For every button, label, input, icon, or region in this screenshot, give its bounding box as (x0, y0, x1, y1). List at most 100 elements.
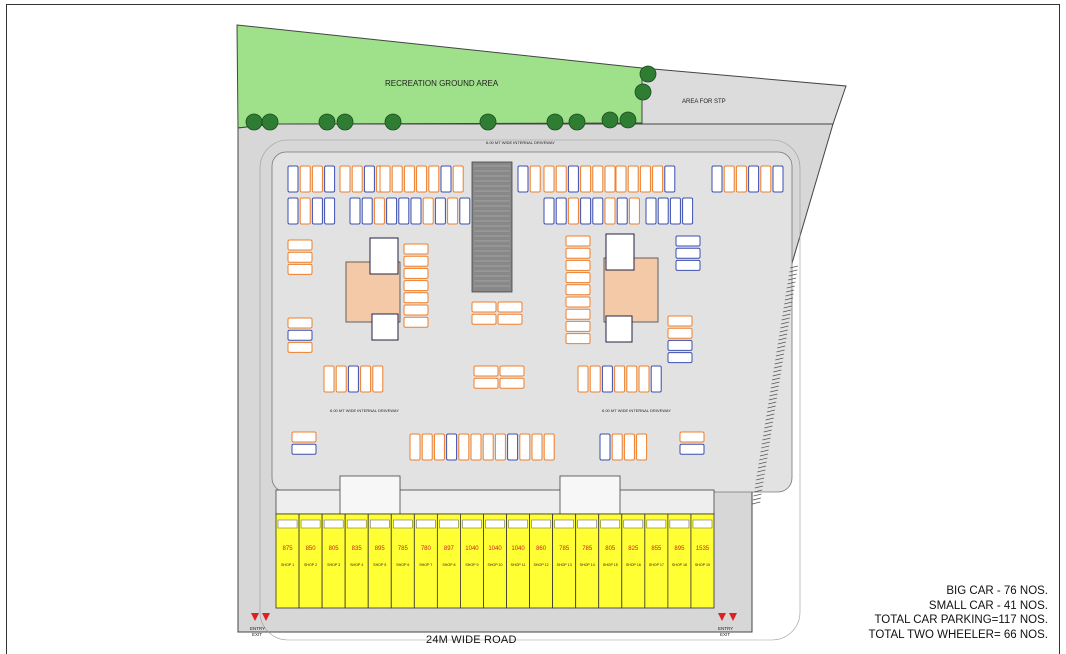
car-slot (650, 365, 662, 393)
car-slot (567, 197, 579, 225)
car-slot (499, 377, 525, 389)
tree-icon (245, 113, 263, 131)
entry-right-label: ENTRY (718, 626, 733, 631)
car-slot (675, 235, 701, 247)
shop-toilet (300, 519, 321, 529)
car-slot (667, 327, 693, 339)
hatch-line (777, 345, 786, 349)
tree-icon (568, 113, 586, 131)
shop-area: 855 (651, 546, 662, 552)
drawing-frame (6, 4, 1060, 654)
car-slot (589, 365, 601, 393)
recreation-area (236, 24, 643, 129)
car-slot (363, 165, 375, 193)
shop-name: SHOP 8 (442, 563, 455, 567)
car-slot (711, 165, 723, 193)
car-slot (471, 301, 497, 313)
car-slot (565, 296, 591, 308)
car-slot (447, 197, 459, 225)
hatch-line (784, 297, 793, 301)
car-slot (398, 197, 410, 225)
shop-name: SHOP 3 (327, 563, 340, 567)
car-slot (529, 165, 541, 193)
driveway-right-label: 6.00 MT WIDE INTERNAL DRIVEWAY (602, 408, 671, 413)
exit-right-label: EXIT (720, 632, 730, 637)
car-slot (543, 165, 555, 193)
tree-icon (634, 83, 652, 101)
exit-right-arrow (729, 613, 737, 621)
tree-icon (384, 113, 402, 131)
hatch-line (757, 465, 767, 469)
car-slot (287, 251, 313, 263)
shop-fill (690, 513, 715, 609)
hatch-line (759, 453, 769, 457)
car-slot (287, 239, 313, 251)
hatch-line (763, 433, 772, 437)
hatch-line (764, 421, 774, 425)
hatch-line (786, 289, 795, 293)
hatch-line (768, 401, 777, 405)
hatch-line (753, 493, 762, 497)
car-slot (531, 433, 543, 461)
car-slot (287, 263, 313, 275)
left-core-stair (369, 237, 399, 275)
shop-name: SHOP 7 (419, 563, 432, 567)
shop-toilet (554, 519, 574, 529)
shop-area: 825 (628, 546, 639, 552)
car-slot (638, 365, 650, 393)
hatch-line (766, 413, 775, 417)
hatch-line (762, 437, 771, 441)
car-slot (567, 165, 579, 193)
tree-icon (261, 113, 279, 131)
hatch-line (775, 353, 785, 357)
car-slot (628, 197, 640, 225)
car-slot (287, 341, 313, 353)
car-slot (645, 197, 657, 225)
car-parking (287, 165, 784, 461)
car-slot (675, 247, 701, 259)
car-slot (373, 197, 385, 225)
car-slot (324, 197, 336, 225)
hatch-line (789, 269, 798, 273)
car-slot (351, 165, 363, 193)
car-slot (543, 433, 555, 461)
driveway-outline (259, 139, 801, 641)
shop-name: SHOP 17 (649, 563, 664, 567)
car-slot (440, 165, 452, 193)
car-slot (652, 165, 664, 193)
hatch-line (777, 341, 786, 345)
car-slot (623, 433, 635, 461)
shop-area: 1040 (511, 546, 525, 552)
shop-area: 785 (582, 546, 593, 552)
car-slot (565, 284, 591, 296)
car-slot (323, 365, 335, 393)
car-slot (735, 165, 747, 193)
hatch-line (788, 273, 797, 277)
shop-area: 835 (352, 546, 363, 552)
car-slot (580, 165, 592, 193)
car-slot (616, 197, 628, 225)
hatch-line (773, 365, 783, 369)
hatch-line (781, 317, 790, 321)
hatch-line (785, 293, 794, 297)
car-slot (639, 165, 651, 193)
hatch-line (769, 393, 778, 397)
car-slot (299, 197, 311, 225)
car-slot (636, 433, 648, 461)
shop-toilet (485, 519, 505, 529)
car-slot (669, 197, 681, 225)
shop-name: SHOP 13 (557, 563, 572, 567)
car-slot (421, 433, 433, 461)
hatch-line (772, 373, 781, 377)
hatch-line (766, 409, 776, 413)
trees (245, 65, 657, 131)
shop-name: SHOP 12 (534, 563, 549, 567)
